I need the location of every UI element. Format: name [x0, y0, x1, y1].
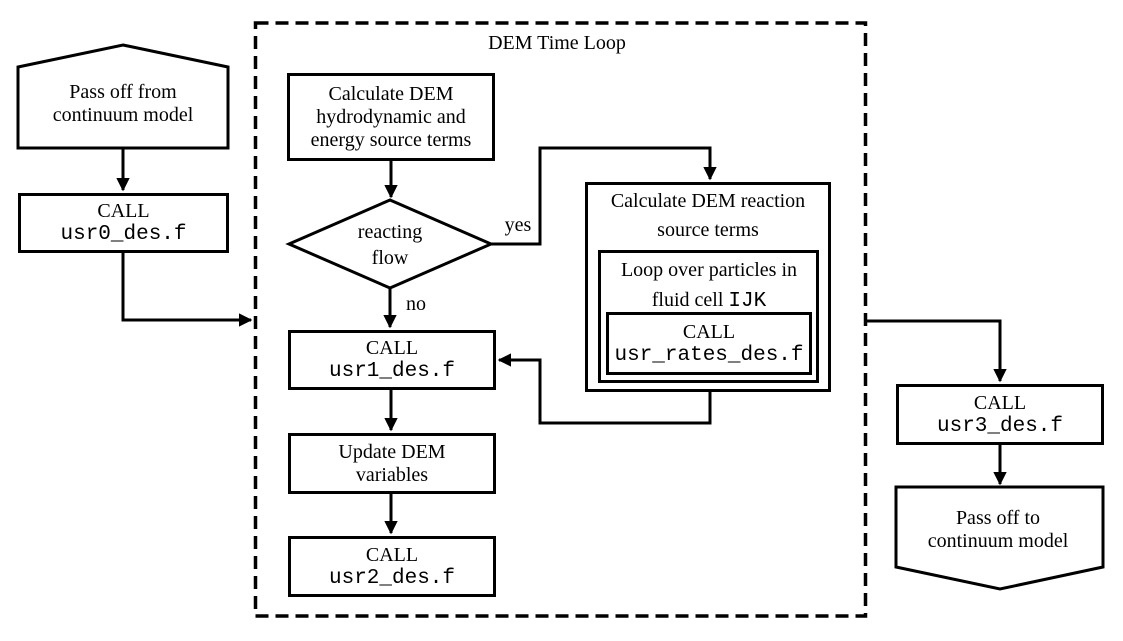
arrow-reaction-to-usr1: [497, 353, 712, 425]
end-terminator-label: Pass off to continuum model: [927, 507, 1069, 552]
calc-reaction-title: Calculate DEM reaction source terms: [610, 190, 806, 241]
usr1-code-label: usr1_des.f: [328, 360, 456, 383]
usr0-call-label: CALL: [97, 200, 150, 222]
arrow-usr0-to-loop-boundary: [121, 253, 253, 327]
usr0-code-label: usr0_des.f: [60, 223, 187, 246]
usr-rates-call-label: CALL: [682, 320, 736, 343]
reacting-flow-decision-label: reacting flow: [357, 220, 423, 269]
arrow-decision-yes-to-reaction: [491, 146, 717, 246]
start-terminator-label: Pass off from continuum model: [52, 81, 194, 126]
edge-label-no: no: [406, 292, 426, 315]
usr3-call-box: CALL usr3_des.f: [896, 384, 1104, 445]
usr2-call-label: CALL: [365, 543, 419, 566]
arrow-loop-boundary-to-usr3: [865, 319, 1007, 383]
usr-rates-code-label: usr_rates_des.f: [614, 343, 804, 367]
update-dem-box: Update DEM variables: [288, 433, 496, 494]
usr0-call-box: CALL usr0_des.f: [18, 193, 229, 253]
update-dem-label: Update DEM variables: [338, 440, 446, 486]
usr3-call-label: CALL: [973, 391, 1027, 414]
calc-hydro-box: Calculate DEM hydrodynamic and energy so…: [287, 73, 495, 161]
loop-particles-label: Loop over particles in fluid cell IJK: [599, 256, 819, 313]
usr2-code-label: usr2_des.f: [328, 566, 456, 590]
usr1-call-box: CALL usr1_des.f: [288, 330, 496, 390]
loop-particles-text: Loop over particles in fluid cell: [620, 259, 798, 311]
usr1-call-label: CALL: [365, 337, 419, 359]
loop-particles-cell-code: IJK: [728, 290, 767, 313]
usr3-code-label: usr3_des.f: [936, 414, 1064, 438]
edge-label-yes: yes: [504, 213, 532, 236]
end-terminator-shape: [894, 485, 1105, 591]
calc-hydro-label: Calculate DEM hydrodynamic and energy so…: [310, 82, 472, 151]
usr-rates-call-box: CALL usr_rates_des.f: [606, 312, 812, 375]
dem-time-loop-title: DEM Time Loop: [488, 31, 626, 54]
usr2-call-box: CALL usr2_des.f: [288, 536, 496, 597]
